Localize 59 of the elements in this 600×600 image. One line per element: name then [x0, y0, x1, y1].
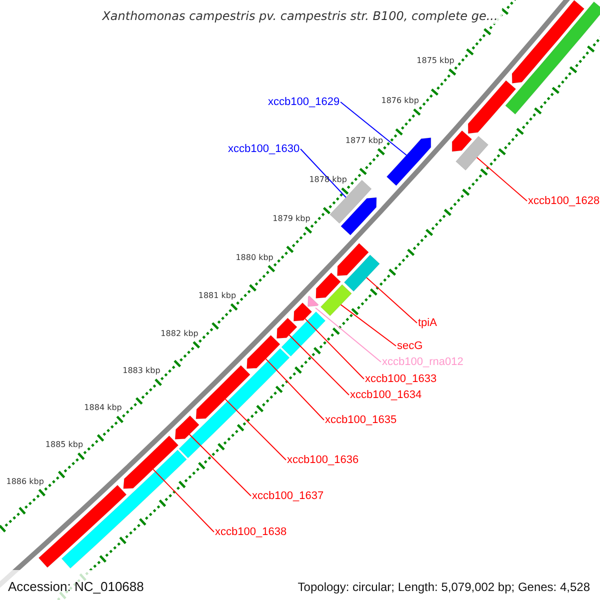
gene-label: xccb100_1633	[365, 373, 437, 385]
scale-label: 1883 kbp	[122, 366, 160, 376]
leader-line	[340, 102, 407, 156]
leader-line	[366, 277, 418, 324]
gene-feature	[246, 334, 280, 369]
scale-label: 1880 kbp	[236, 252, 274, 263]
gene-label: xccb100_1638	[215, 526, 287, 538]
gene-label: xccb100_1629	[268, 96, 340, 108]
gene-feature	[512, 0, 584, 84]
gene-feature	[38, 484, 127, 568]
scale-label: 1875 kbp	[416, 56, 454, 66]
gene-label: xccb100_1630	[228, 143, 300, 155]
gene-label: xccb100_1628	[528, 195, 600, 207]
gene-feature	[61, 450, 187, 569]
gene-feature	[505, 1, 600, 114]
gene-feature	[174, 415, 200, 440]
scale-label: 1882 kbp	[160, 328, 198, 339]
accession-text: Accession: NC_010688	[8, 579, 144, 594]
scale-label: 1886 kbp	[6, 476, 44, 487]
leader-line	[188, 434, 252, 496]
leader-line	[476, 157, 528, 202]
scale-label: 1884 kbp	[84, 403, 122, 414]
gene-feature	[468, 80, 516, 134]
gene-feature	[320, 284, 352, 316]
gene-feature	[337, 243, 369, 276]
scale-label: 1878 kbp	[309, 175, 347, 186]
leader-line	[340, 304, 396, 346]
gene-feature	[293, 302, 312, 322]
scale-label: 1877 kbp	[345, 136, 384, 146]
scale-label: 1885 kbp	[45, 440, 84, 450]
gene-label: secG	[397, 340, 423, 352]
genome-stats-text: Topology: circular; Length: 5,079,002 bp; Genes: 4,528	[298, 580, 590, 594]
leader-line	[152, 468, 214, 532]
gene-label: tpiA	[418, 317, 437, 329]
gene-feature	[196, 365, 250, 420]
gene-label: xccb100_1637	[252, 490, 324, 502]
gene-feature	[276, 318, 298, 339]
gene-feature	[281, 311, 326, 356]
gene-label: xccb100_rna012	[382, 356, 464, 368]
gene-feature	[344, 254, 380, 292]
gene-label: xccb100_1636	[287, 454, 359, 466]
scale-label: 1879 kbp	[272, 214, 310, 224]
scale-label: 1881 kbp	[198, 290, 236, 301]
gene-feature	[308, 296, 319, 307]
gene-feature	[123, 436, 179, 489]
gene-feature	[452, 130, 472, 152]
leader-line	[315, 307, 382, 362]
leader-line	[265, 358, 324, 420]
gene-label: xccb100_1635	[325, 414, 397, 426]
gene-feature	[386, 137, 432, 186]
leader-line	[224, 398, 286, 460]
gene-feature	[340, 197, 377, 236]
leader-line	[304, 318, 364, 380]
leader-line	[288, 334, 350, 396]
gene-feature	[456, 136, 488, 170]
scale-label: 1876 kbp	[381, 96, 419, 106]
gene-feature	[316, 272, 341, 298]
leader-line	[300, 148, 346, 198]
gene-label: xccb100_1634	[350, 389, 422, 401]
